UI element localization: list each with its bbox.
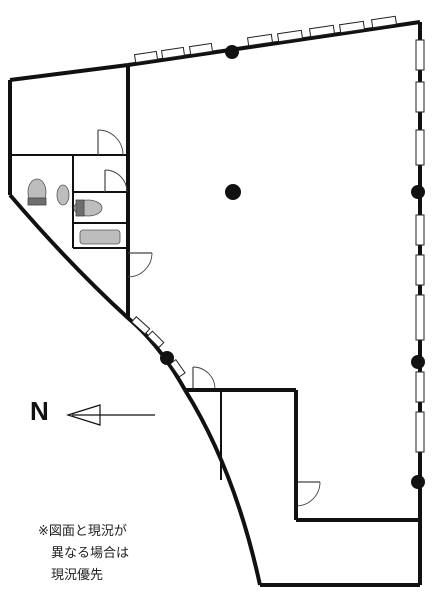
sink-icon — [79, 229, 121, 245]
window-icon — [415, 371, 425, 403]
window-icon — [370, 15, 398, 29]
note-line: 異なる場合は — [51, 546, 130, 561]
window-icon — [415, 254, 425, 286]
column-icon — [225, 184, 241, 200]
door-icon — [104, 169, 128, 193]
utility-block — [10, 65, 130, 318]
north-arrow-icon — [65, 404, 155, 426]
column-icon — [225, 45, 239, 59]
column-icon — [411, 185, 425, 199]
columns — [160, 45, 425, 489]
fixtures — [27, 178, 121, 245]
outer-walls — [8, 20, 422, 587]
window-icon — [338, 20, 366, 34]
top-windows — [133, 15, 398, 64]
doors — [97, 129, 321, 507]
window-icon — [169, 359, 186, 378]
note-line: ※図面と現況が — [38, 524, 127, 539]
window-icon — [160, 46, 186, 60]
door-icon — [192, 366, 216, 390]
toilet-tank — [75, 199, 85, 217]
sink-icon — [56, 184, 70, 206]
window-icon — [415, 81, 425, 113]
window-icon — [415, 129, 425, 166]
window-icon — [130, 316, 151, 335]
door-icon — [295, 481, 321, 507]
door-icon — [127, 252, 153, 278]
window-icon — [276, 29, 304, 43]
window-icon — [133, 50, 159, 64]
window-icon — [415, 411, 425, 453]
window-icon — [308, 24, 336, 38]
column-icon — [411, 475, 425, 489]
disclaimer-note: ※図面と現況が 異なる場合は 現況優先 — [38, 521, 129, 587]
north-label: N — [30, 396, 49, 426]
window-icon — [146, 330, 165, 349]
diagonal-windows — [130, 316, 186, 378]
lower-rooms — [185, 388, 420, 522]
window-icon — [415, 214, 425, 246]
window-icon — [415, 39, 425, 71]
toilet-tank — [27, 197, 47, 206]
column-icon — [160, 351, 174, 365]
door-icon — [97, 129, 124, 156]
east-windows — [415, 39, 425, 453]
window-icon — [415, 294, 425, 341]
window-icon — [188, 42, 214, 56]
column-icon — [411, 355, 425, 369]
note-line: 現況優先 — [51, 568, 104, 583]
window-icon — [246, 33, 274, 47]
